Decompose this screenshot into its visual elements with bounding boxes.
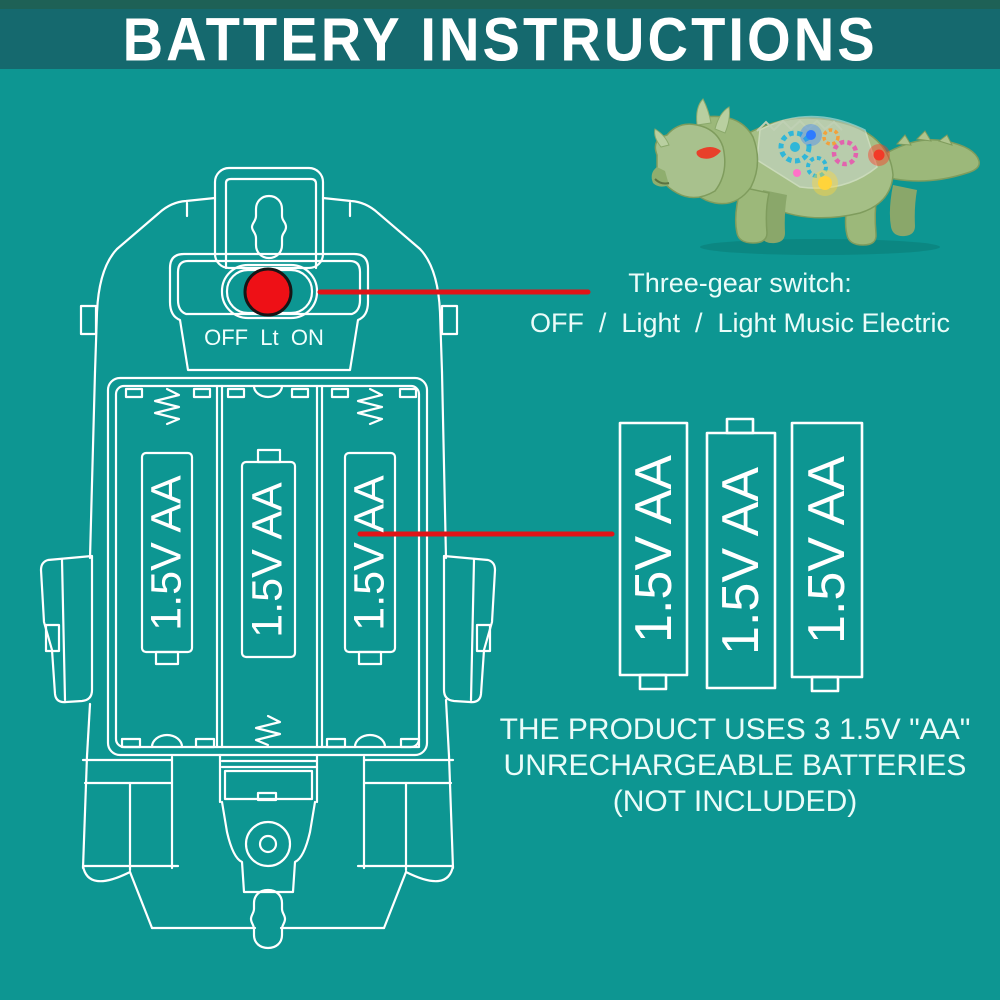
spring: [356, 387, 384, 426]
battery-icons: [618, 417, 864, 693]
banner-top-strip: [0, 0, 1000, 9]
left-side-flap: [39, 554, 94, 704]
battery-icon-1-label: 1.5V AA: [625, 455, 683, 643]
bay-battery-3: [343, 451, 397, 666]
right-leg-outline: [279, 754, 455, 930]
left-leg-outline: [81, 754, 257, 930]
battery-note-line3: (NOT INCLUDED): [612, 785, 858, 818]
tail-outline: [213, 166, 325, 270]
dino-front-legs: [734, 186, 787, 244]
switch-knob: [243, 267, 293, 317]
dino-head: [651, 98, 759, 205]
dino-eye: [696, 147, 721, 159]
battery-note-line1: THE PRODUCT USES 3 1.5V "AA": [499, 713, 971, 746]
battery-icon-3: [790, 421, 864, 693]
switch-annotation-modes: OFF / Light / Light Music Electric: [529, 308, 951, 338]
switch-panel: [168, 252, 370, 372]
bay-battery-2: [240, 448, 297, 659]
page-title: BATTERY INSTRUCTIONS: [122, 4, 878, 74]
body-outline: [79, 196, 459, 758]
switch-position-labels: OFF Lt ON: [204, 325, 324, 350]
spring: [254, 714, 282, 747]
battery-icon-3-label: 1.5V AA: [798, 456, 856, 644]
head-end-outline: [218, 753, 319, 950]
product-photo-triceratops: [651, 98, 980, 255]
led-pink: [793, 169, 801, 177]
battery-icon-1: [618, 421, 689, 691]
banner: BATTERY INSTRUCTIONS: [0, 4, 1000, 74]
switch-annotation: Three-gear switch: OFF / Light / Light M…: [470, 268, 1000, 339]
dino-gear-shell: [756, 115, 890, 196]
bay-battery-3-label: 1.5V AA: [345, 475, 394, 631]
battery-note: THE PRODUCT USES 3 1.5V "AA" UNRECHARGEA…: [460, 712, 1000, 820]
spring: [153, 387, 181, 426]
bay-battery-1-label: 1.5V AA: [142, 475, 191, 631]
bay-battery-1: [140, 451, 194, 666]
battery-compartment: [106, 376, 429, 757]
battery-icon-2-label: 1.5V AA: [712, 467, 770, 655]
bay-battery-2-label: 1.5V AA: [243, 482, 292, 638]
battery-icon-2: [705, 417, 777, 690]
switch-annotation-title: Three-gear switch:: [628, 268, 852, 298]
right-side-flap: [442, 554, 497, 704]
battery-note-line2: UNRECHARGEABLE BATTERIES: [503, 749, 967, 782]
shadow: [700, 239, 940, 255]
